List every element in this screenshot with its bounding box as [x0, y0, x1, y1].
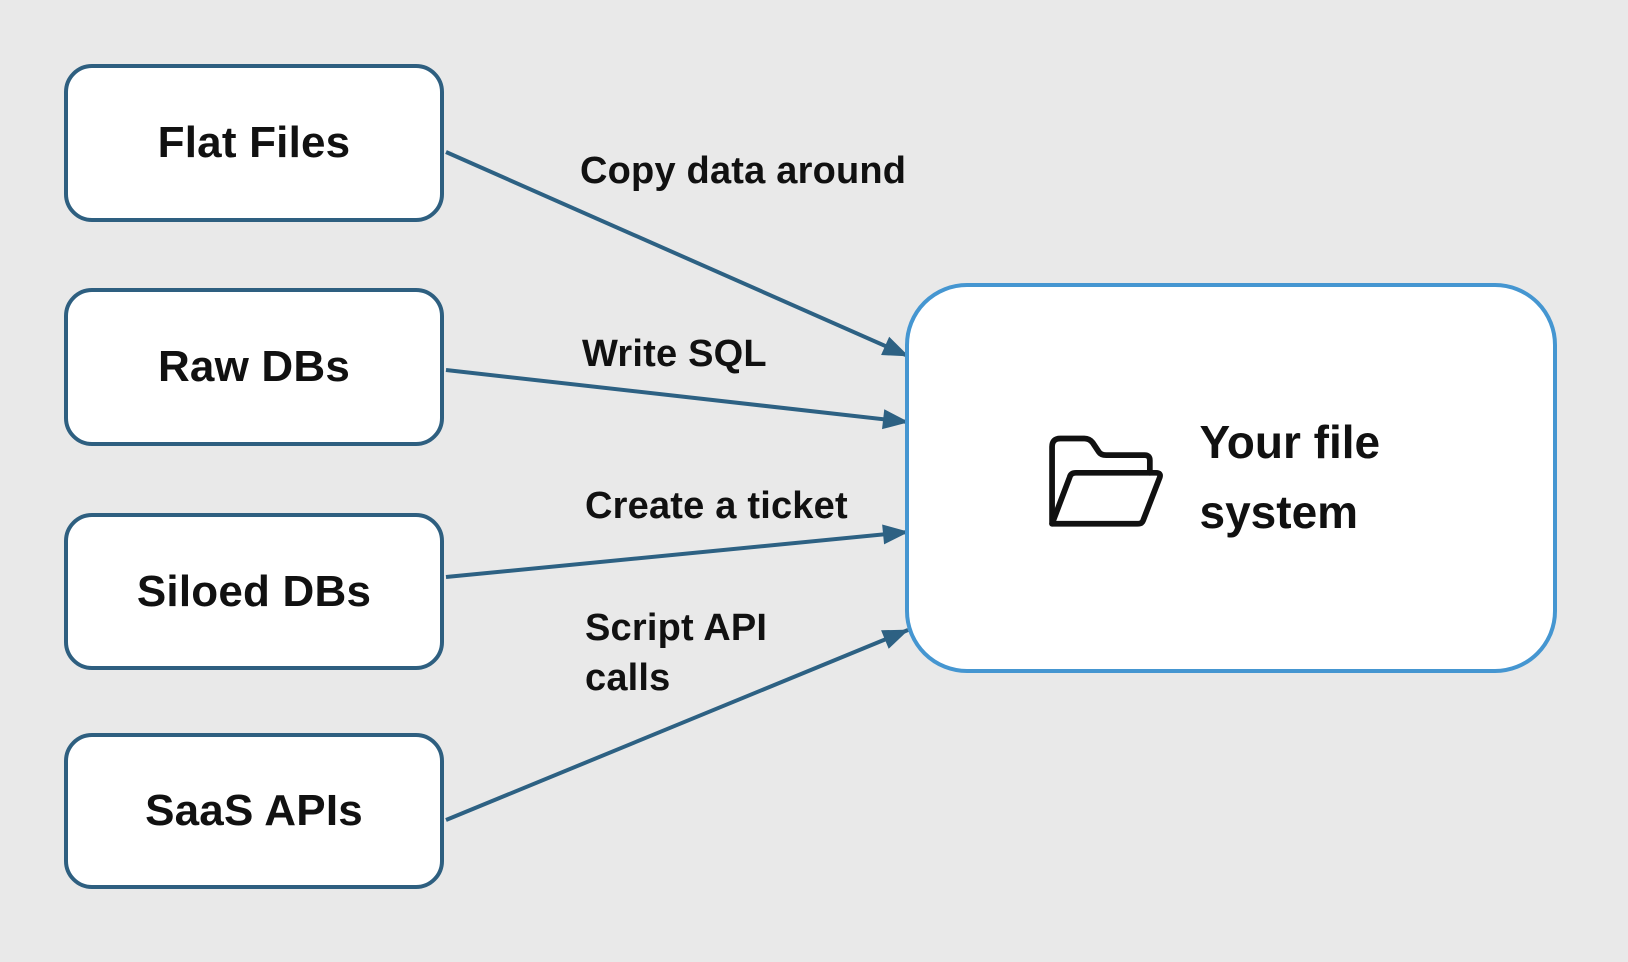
node-raw-dbs: Raw DBs	[64, 288, 444, 446]
node-saas-apis-label: SaaS APIs	[145, 786, 363, 835]
node-saas-apis: SaaS APIs	[64, 733, 444, 889]
node-siloed-dbs: Siloed DBs	[64, 513, 444, 670]
node-flat-files-label: Flat Files	[157, 118, 351, 167]
node-your-file-system-label: Your file system	[1199, 416, 1381, 538]
node-raw-dbs-label: Raw DBs	[157, 342, 351, 391]
node-your-file-system: Your file system	[905, 283, 1557, 673]
edge-label-write-sql: Write SQL	[582, 333, 767, 375]
arrow-raw-dbs-to-file-system	[445, 368, 909, 430]
edge-label-script-api-calls: Script API calls	[585, 607, 768, 700]
edge-label-copy-data-around: Copy data around	[580, 150, 907, 192]
node-siloed-dbs-label: Siloed DBs	[136, 566, 372, 616]
edge-label-create-a-ticket: Create a ticket	[585, 485, 848, 527]
arrow-siloed-dbs-to-file-system	[445, 524, 909, 579]
open-folder-icon	[1048, 435, 1163, 527]
node-flat-files: Flat Files	[64, 64, 444, 222]
